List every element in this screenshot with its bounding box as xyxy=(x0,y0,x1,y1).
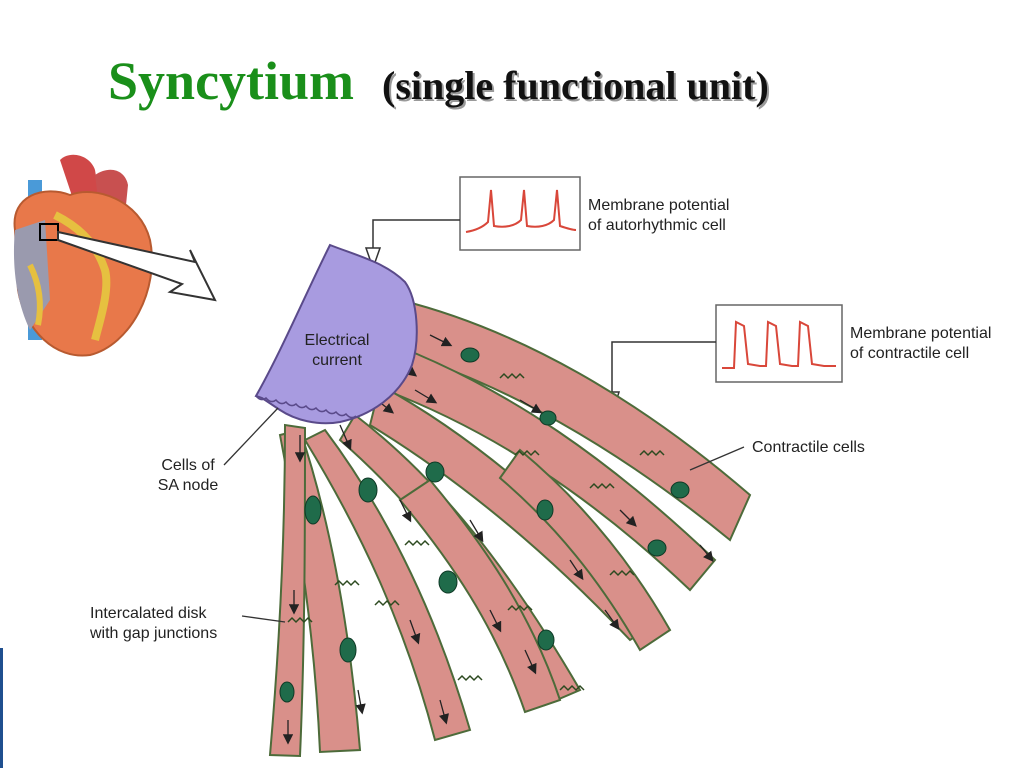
nucleus xyxy=(537,629,555,651)
contractile-potential-label: Membrane potential of contractile cell xyxy=(850,324,991,364)
current-arrow xyxy=(569,559,584,581)
intercalated-disk xyxy=(514,449,540,457)
contractile-cells-label: Contractile cells xyxy=(752,439,865,456)
autorhythmic-trace xyxy=(465,189,577,233)
current-arrow xyxy=(409,619,421,645)
intercalated-disk xyxy=(457,674,483,682)
current-arrows xyxy=(282,322,714,745)
muscle-fiber xyxy=(383,343,717,592)
current-arrow xyxy=(604,609,620,631)
nucleus xyxy=(460,347,480,363)
current-arrow xyxy=(524,649,537,675)
contractile-leader xyxy=(611,341,716,395)
contractile-label-line1: Membrane potential xyxy=(850,325,992,342)
nucleus xyxy=(438,570,458,594)
sa-node-edge xyxy=(255,395,357,419)
nuclei xyxy=(279,347,690,703)
autorhythmic-label-line2: of autorhythmic cell xyxy=(588,217,726,234)
zoom-arrow xyxy=(57,230,217,302)
current-arrow xyxy=(414,389,438,404)
nucleus xyxy=(670,481,690,499)
muscle-fiber xyxy=(268,423,307,758)
autorhythmic-pointer xyxy=(364,247,382,271)
intercalated-disk xyxy=(499,372,525,380)
current-arrow xyxy=(355,689,366,715)
disk-label-line1: Intercalated disk xyxy=(90,605,207,622)
contractile-trace xyxy=(722,320,836,369)
autorhythmic-trace-frame xyxy=(459,176,581,251)
slide-accent-bar xyxy=(0,648,3,768)
nucleus xyxy=(339,637,357,663)
intercalated-disk xyxy=(559,684,585,692)
intercalated-disk xyxy=(374,599,400,607)
current-arrow xyxy=(489,609,502,633)
autorhythmic-label: Membrane potential of autorhythmic cell xyxy=(588,196,729,236)
current-arrow xyxy=(519,399,543,414)
sa-node-region xyxy=(254,243,418,425)
intercalated-disk xyxy=(334,579,360,587)
nucleus xyxy=(539,410,557,426)
current-arrow xyxy=(438,699,449,725)
contractile-cells-leader xyxy=(689,446,745,471)
autorhythmic-label-line1: Membrane potential xyxy=(588,197,730,214)
autorhythmic-leader xyxy=(372,219,460,250)
coronary-vessel-1 xyxy=(53,211,111,341)
electrical-current-label: Electrical current xyxy=(292,331,382,371)
electrical-label-line1: Electrical xyxy=(304,332,370,349)
contractile-trace-frame xyxy=(715,304,843,383)
nucleus xyxy=(536,499,554,521)
sa-node-label-line2: SA node xyxy=(157,477,219,494)
leader-lines xyxy=(223,407,745,623)
heart-illustration xyxy=(13,154,217,357)
sa-node-label: Cells of SA node xyxy=(148,456,228,496)
autorhythmic-trace-box xyxy=(364,176,581,271)
muscle-fibers xyxy=(268,298,752,758)
intercalated-disks xyxy=(287,372,665,692)
sa-node-leader xyxy=(223,407,279,466)
intercalated-disk xyxy=(609,569,635,577)
muscle-fiber xyxy=(303,428,472,742)
disk-leader xyxy=(241,615,286,623)
intercalated-disk xyxy=(639,449,665,457)
current-arrow xyxy=(399,499,412,523)
current-arrow xyxy=(699,544,714,563)
disk-label-line2: with gap junctions xyxy=(90,625,218,642)
nucleus xyxy=(358,477,378,503)
current-arrow xyxy=(429,334,453,347)
sa-node-label-line1: Cells of xyxy=(161,457,215,474)
nucleus xyxy=(425,461,445,483)
slide-title: Syncytium xyxy=(108,51,355,111)
intercalated-disk xyxy=(287,616,313,624)
nucleus xyxy=(304,495,322,525)
contractile-trace-box xyxy=(603,304,843,418)
nucleus xyxy=(647,539,667,557)
coronary-vessel-2 xyxy=(27,263,43,326)
current-arrow xyxy=(339,424,352,451)
nucleus xyxy=(279,681,295,703)
electrical-label-line2: current xyxy=(312,352,362,369)
intercalated-disk-label: Intercalated disk with gap junctions xyxy=(90,604,217,644)
muscle-fiber xyxy=(388,298,752,542)
intercalated-disk xyxy=(589,482,615,490)
intercalated-disk xyxy=(404,539,430,547)
intercalated-disk xyxy=(507,604,533,612)
title-row: Syncytium (single functional unit) xyxy=(108,50,769,120)
slide-subtitle: (single functional unit) xyxy=(382,63,769,108)
current-arrow xyxy=(469,519,484,543)
current-arrow xyxy=(619,509,637,527)
contractile-label-line2: of contractile cell xyxy=(850,345,970,362)
